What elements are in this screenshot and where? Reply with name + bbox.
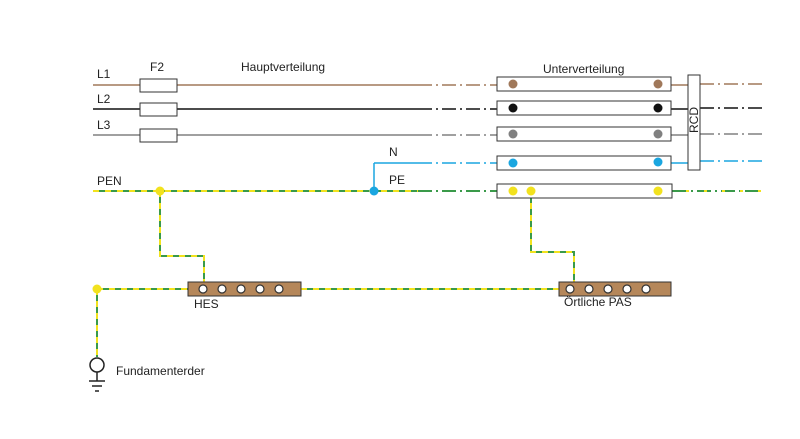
hes-hole-4 (255, 284, 265, 294)
terminal-dot-l2-right (653, 103, 663, 113)
pas-hole-4 (622, 284, 632, 294)
label-l2: L2 (97, 92, 111, 106)
label-main-board: Hauptverteilung (241, 60, 325, 74)
terminal-n (496, 155, 672, 171)
label-pen: PEN (97, 174, 122, 188)
terminal-dot-pe-1 (508, 186, 518, 196)
pen-to-hes-yellow (159, 191, 205, 282)
hes-hole-1 (198, 284, 208, 294)
pe-to-pas (530, 191, 575, 282)
sub-distribution-terminals (496, 76, 673, 199)
terminal-l1 (496, 76, 672, 92)
hes-bus-bar (187, 281, 302, 297)
label-hes: HES (194, 297, 219, 311)
pen-to-hes (159, 191, 205, 282)
terminal-dot-l2-left (508, 103, 518, 113)
label-local-pas: Örtliche PAS (564, 295, 632, 309)
terminal-l2 (496, 100, 672, 116)
label-earth: Fundamenterder (116, 364, 205, 378)
terminal-pe (496, 183, 673, 199)
rcd-device: RCD (687, 74, 701, 171)
label-n: N (389, 145, 398, 159)
pen-split-junction (369, 186, 379, 196)
fuses (139, 78, 178, 143)
labels: L1 L2 L3 F2 Hauptverteilung Unterverteil… (97, 60, 632, 378)
fuse-l2 (139, 102, 178, 117)
pas-hole-3 (603, 284, 613, 294)
terminal-dot-n-right (653, 157, 663, 167)
hes-hole-2 (217, 284, 227, 294)
pas-hole-2 (584, 284, 594, 294)
label-l1: L1 (97, 67, 111, 81)
terminal-dot-pe-3 (653, 186, 663, 196)
pas-bar (558, 281, 672, 297)
terminal-dot-l1-left (508, 79, 518, 89)
local-pas-bus-bar (558, 281, 672, 297)
label-f2: F2 (150, 60, 164, 74)
earth-ground-icon (89, 357, 105, 392)
terminal-dot-n-left (508, 158, 518, 168)
earth-junction (92, 284, 102, 294)
hes-hole-3 (236, 284, 246, 294)
terminal-dot-l1-right (653, 79, 663, 89)
fuse-l3 (139, 128, 178, 143)
pen-junction-hes (155, 186, 165, 196)
pe-to-pas-yellow (530, 191, 575, 282)
junctions (92, 186, 379, 294)
hes-hole-5 (274, 284, 284, 294)
label-sub-board: Unterverteilung (543, 62, 624, 76)
pas-hole-1 (565, 284, 575, 294)
rcd-box (687, 74, 701, 171)
terminal-dot-l3-right (653, 129, 663, 139)
label-l3: L3 (97, 118, 111, 132)
fuse-l1 (139, 78, 178, 93)
terminal-l3 (496, 126, 672, 142)
label-pe: PE (389, 173, 405, 187)
terminal-dot-pe-2 (526, 186, 536, 196)
protective-conductors (93, 190, 762, 357)
pas-hole-5 (641, 284, 651, 294)
terminal-dot-l3-left (508, 129, 518, 139)
rcd-label: RCD (687, 107, 701, 133)
